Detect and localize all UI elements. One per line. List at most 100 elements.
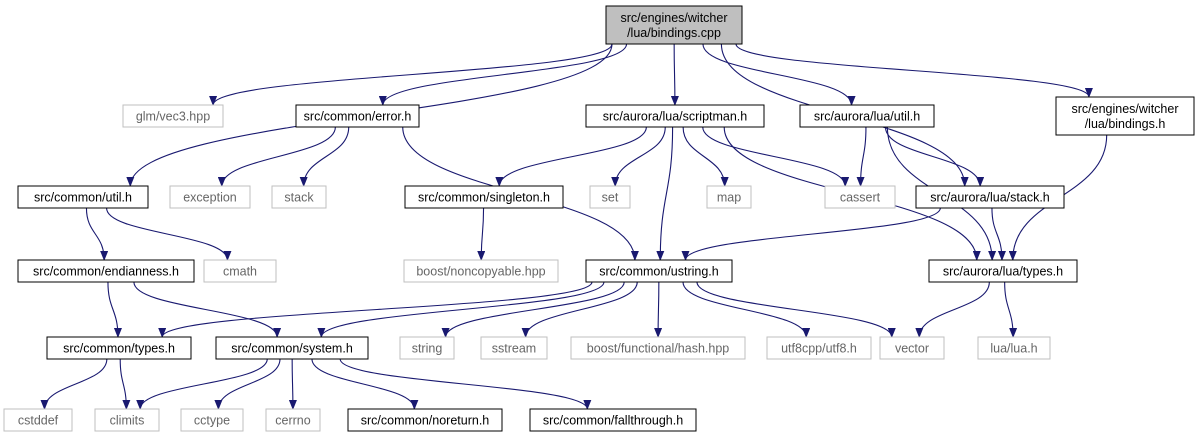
node-box — [271, 185, 327, 209]
node-climits: climits — [94, 408, 160, 432]
node-label: src/common/endianness.h — [33, 265, 179, 279]
node-luautil[interactable]: src/aurora/lua/util.h — [799, 104, 935, 128]
edge-line — [119, 358, 131, 410]
edge-line — [1004, 281, 1018, 338]
edge-ustring-to-vector — [696, 281, 896, 338]
node-lualua: lua/lua.h — [977, 336, 1051, 360]
node-label: cstddef — [18, 414, 59, 428]
edge-line — [521, 281, 638, 338]
node-box — [928, 259, 1078, 283]
node-cassert: cassert — [824, 185, 896, 209]
node-box — [403, 259, 559, 283]
node-box — [399, 336, 455, 360]
node-exception: exception — [169, 185, 251, 209]
node-noreturn[interactable]: src/common/noreturn.h — [347, 408, 503, 432]
node-label: lua/lua.h — [990, 342, 1037, 356]
edge-singleton-to-noncopy — [477, 207, 486, 261]
node-luatypes[interactable]: src/aurora/lua/types.h — [928, 259, 1078, 283]
node-system[interactable]: src/common/system.h — [215, 336, 369, 360]
node-label: exception — [183, 191, 237, 205]
edge-ctypes-to-climits — [119, 358, 131, 410]
edge-system-to-fallthrough — [339, 358, 592, 410]
node-fallthrough[interactable]: src/common/fallthrough.h — [529, 408, 697, 432]
node-vec3: glm/vec3.hpp — [122, 104, 224, 128]
edge-line — [133, 281, 282, 338]
node-root[interactable]: src/engines/witcher/lua/bindings.cpp — [605, 5, 743, 45]
node-label: boost/noncopyable.hpp — [416, 265, 545, 279]
edge-line — [214, 358, 281, 410]
node-luastack[interactable]: src/aurora/lua/stack.h — [915, 185, 1065, 209]
node-box — [605, 5, 743, 45]
edge-system-to-climits — [136, 358, 268, 410]
edge-line — [299, 126, 350, 187]
node-box — [3, 408, 73, 432]
edge-line — [735, 43, 1093, 98]
node-box — [94, 408, 160, 432]
edge-line — [656, 126, 674, 261]
node-box — [265, 408, 321, 432]
edge-ustring-to-system — [317, 281, 605, 338]
edge-line — [915, 281, 990, 338]
node-label: src/common/noreturn.h — [361, 414, 490, 428]
edge-error-to-stack — [299, 126, 350, 187]
node-box — [203, 259, 277, 283]
node-box — [17, 185, 149, 209]
node-ustring[interactable]: src/common/ustring.h — [585, 259, 733, 283]
edge-luautil-to-cassert — [856, 126, 867, 187]
edge-root-to-vec3 — [209, 43, 613, 106]
node-label: sstream — [492, 342, 536, 356]
node-box — [295, 104, 420, 128]
node-box — [585, 259, 733, 283]
edge-line — [682, 281, 811, 338]
node-box — [215, 336, 369, 360]
edge-luastack-to-luatypes — [991, 207, 1006, 261]
node-box — [404, 185, 564, 209]
edge-line — [856, 126, 867, 187]
edge-luatypes-to-vector — [915, 281, 990, 338]
node-cctype: cctype — [180, 408, 244, 432]
node-label: src/common/fallthrough.h — [543, 414, 683, 428]
edge-root-to-bindingsh — [735, 43, 1093, 98]
node-noncopy: boost/noncopyable.hpp — [403, 259, 559, 283]
node-label: glm/vec3.hpp — [136, 110, 210, 124]
node-box — [480, 336, 548, 360]
node-cutil[interactable]: src/common/util.h — [17, 185, 149, 209]
edge-cutil-to-cmath — [106, 207, 232, 261]
node-scriptman[interactable]: src/aurora/lua/scriptman.h — [585, 104, 765, 128]
node-set: set — [589, 185, 631, 209]
node-label: climits — [110, 414, 145, 428]
node-label: utf8cpp/utf8.h — [781, 342, 857, 356]
node-endian[interactable]: src/common/endianness.h — [17, 259, 195, 283]
node-label: src/common/ustring.h — [599, 265, 719, 279]
node-box — [824, 185, 896, 209]
edge-line — [884, 126, 985, 187]
node-label: cassert — [840, 191, 881, 205]
edge-system-to-cctype — [214, 358, 281, 410]
edge-line — [136, 358, 268, 410]
edge-scriptman-to-cassert — [702, 126, 850, 187]
edge-ustring-to-utf8 — [682, 281, 811, 338]
edge-luatypes-to-lualua — [1004, 281, 1018, 338]
node-string: string — [399, 336, 455, 360]
edge-line — [158, 281, 593, 338]
edge-line — [702, 126, 850, 187]
node-label: src/aurora/lua/types.h — [943, 265, 1063, 279]
node-label: stack — [284, 191, 314, 205]
node-box — [589, 185, 631, 209]
node-ctypes[interactable]: src/common/types.h — [46, 336, 192, 360]
node-error[interactable]: src/common/error.h — [295, 104, 420, 128]
edge-system-to-noreturn — [311, 358, 419, 410]
node-label: src/common/types.h — [63, 342, 175, 356]
node-label: /lua/bindings.h — [1085, 117, 1166, 131]
edge-line — [40, 358, 108, 410]
node-box — [585, 104, 765, 128]
node-label: src/engines/witcher — [1072, 102, 1179, 116]
edge-line — [611, 126, 666, 187]
node-singleton[interactable]: src/common/singleton.h — [404, 185, 564, 209]
node-sstream: sstream — [480, 336, 548, 360]
node-bindingsh[interactable]: src/engines/witcher/lua/bindings.h — [1055, 96, 1195, 136]
edge-scriptman-to-ustring — [656, 126, 674, 261]
edge-ustring-to-hash — [654, 281, 663, 338]
node-box — [570, 336, 746, 360]
node-label: src/engines/witcher — [621, 11, 728, 25]
